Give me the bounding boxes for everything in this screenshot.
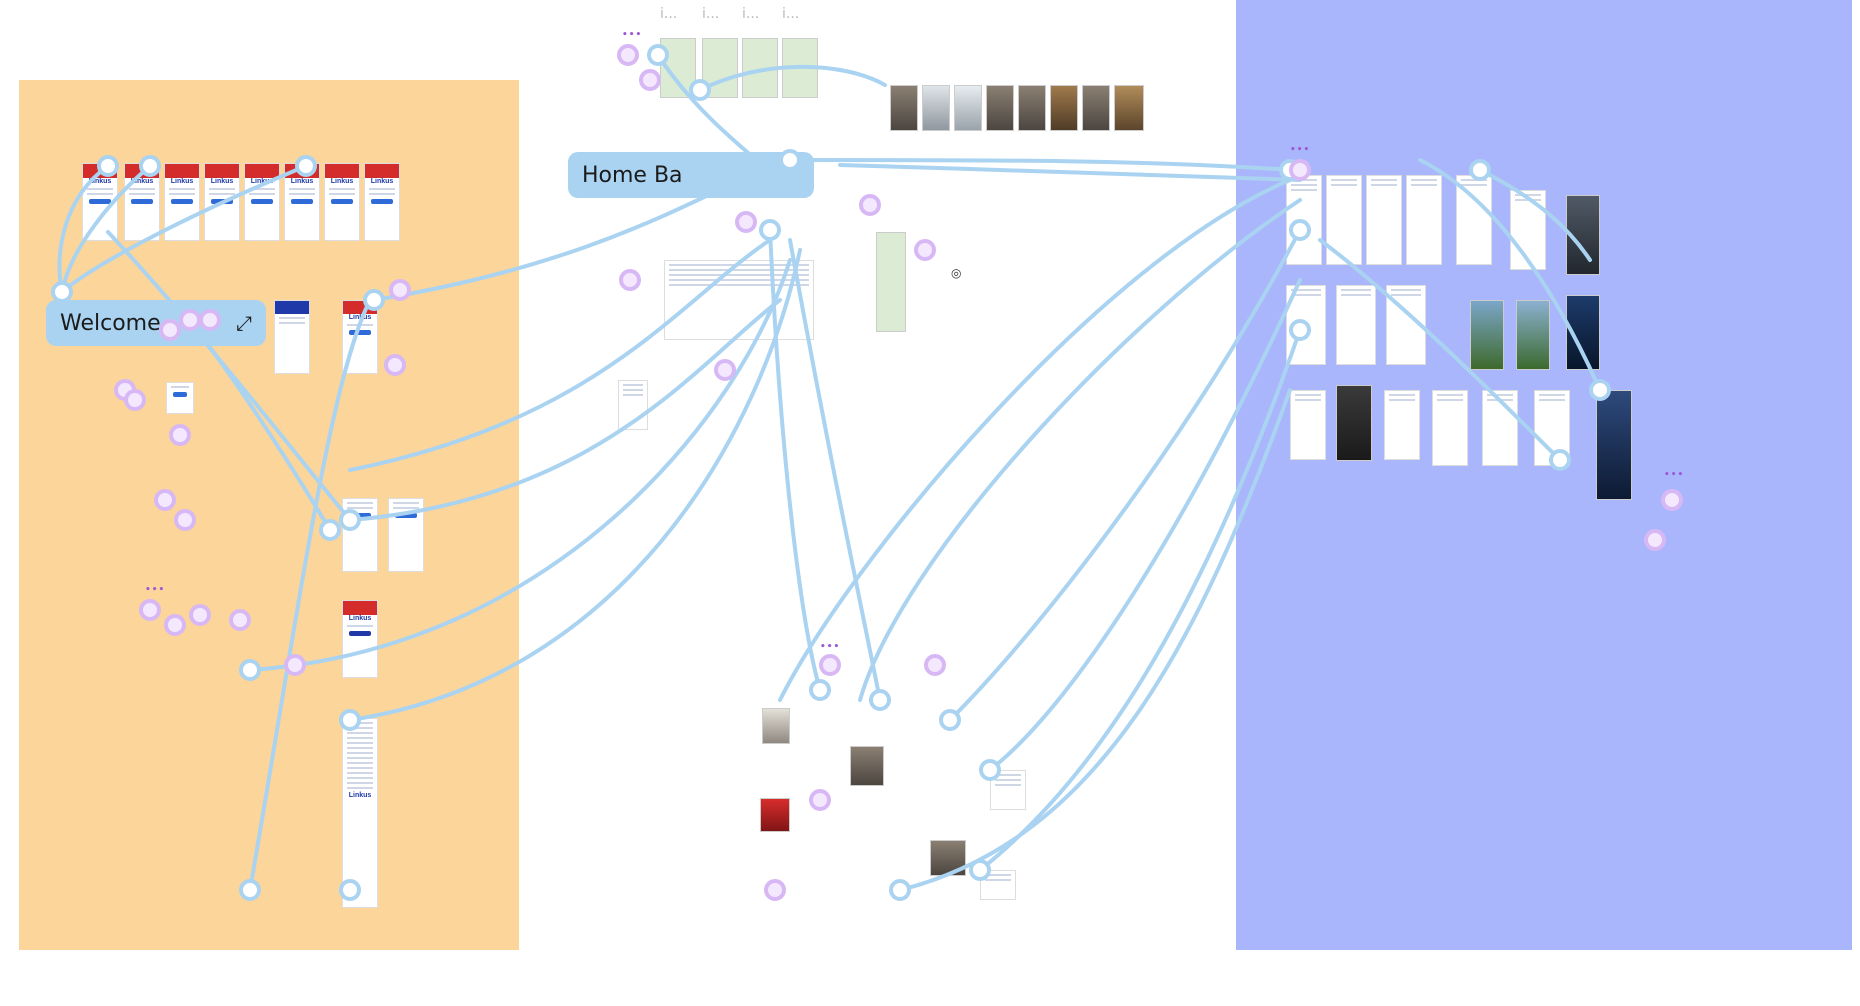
more-dots-icon[interactable]: ••• <box>820 642 841 652</box>
top-label-3: i... <box>742 6 760 22</box>
more-dots-icon[interactable]: ••• <box>1664 470 1685 480</box>
welcome-screen-8[interactable]: Linkus <box>364 163 400 241</box>
welcome-screen-7[interactable]: Linkus <box>324 163 360 241</box>
right-screen-11[interactable] <box>1384 390 1420 460</box>
welcome-screen-5[interactable]: Linkus <box>244 163 280 241</box>
more-dots-icon[interactable]: ••• <box>622 30 643 40</box>
promo-screen[interactable] <box>274 300 310 374</box>
narrow-list-screen[interactable] <box>618 380 648 430</box>
top-label-2: i... <box>702 6 720 22</box>
right-screen-12[interactable] <box>1432 390 1468 466</box>
more-dots-icon[interactable]: ••• <box>1290 145 1311 155</box>
photo-thumb-1[interactable] <box>890 85 918 131</box>
photo-thumb-2[interactable] <box>922 85 950 131</box>
right-screen-8[interactable] <box>1336 285 1376 365</box>
small-card-screen[interactable] <box>166 382 194 414</box>
keyboard-screen[interactable] <box>990 770 1026 810</box>
long-list-screen[interactable]: Linkus <box>342 718 378 908</box>
top-label-4: i... <box>782 6 800 22</box>
expand-icon[interactable]: ⤢ <box>236 311 252 335</box>
room-photo-1[interactable] <box>762 708 790 744</box>
top-label-1: i... <box>660 6 678 22</box>
home-frame-title: Home Ba <box>582 162 683 188</box>
red-photo[interactable] <box>760 798 790 832</box>
right-screen-10[interactable] <box>1290 390 1326 460</box>
portrait-photo[interactable] <box>1336 385 1372 461</box>
golf-photo-1[interactable] <box>1470 300 1504 370</box>
right-screen-3[interactable] <box>1366 175 1402 265</box>
photo-thumb-4[interactable] <box>986 85 1014 131</box>
photo-thumb-5[interactable] <box>1018 85 1046 131</box>
login-screen-a[interactable] <box>342 498 378 572</box>
face-photo[interactable] <box>1596 390 1632 500</box>
room-photo-2[interactable] <box>850 746 884 786</box>
golf-photo-2[interactable] <box>1516 300 1550 370</box>
right-frame-region <box>1236 0 1852 950</box>
right-screen-4[interactable] <box>1406 175 1442 265</box>
target-icon[interactable]: ◎ <box>951 266 962 280</box>
welcome-frame-label[interactable]: Welcome ⤢ <box>46 300 266 346</box>
map-route-screen[interactable] <box>876 232 906 332</box>
photo-thumb-6[interactable] <box>1050 85 1078 131</box>
more-dots-icon[interactable]: ••• <box>145 585 166 595</box>
offer-screen[interactable]: Linkus <box>342 600 378 678</box>
right-screen-6[interactable] <box>1510 190 1546 270</box>
photo-thumb-3[interactable] <box>954 85 982 131</box>
photo-thumb-7[interactable] <box>1082 85 1110 131</box>
photo-thumb-8[interactable] <box>1114 85 1144 131</box>
welcome-frame-title: Welcome <box>60 310 161 336</box>
welcome-screen-4[interactable]: Linkus <box>204 163 240 241</box>
